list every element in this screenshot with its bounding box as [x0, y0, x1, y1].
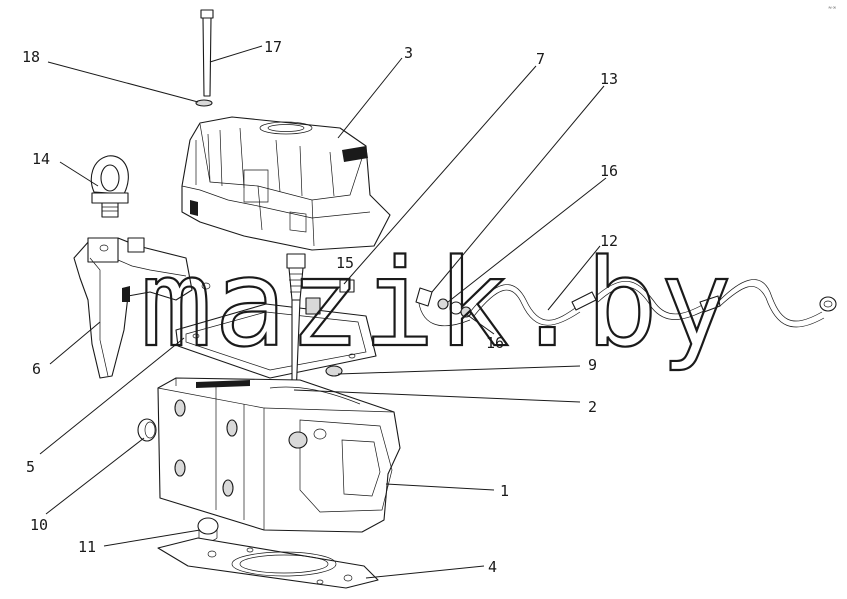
- callout-2: 2: [588, 398, 597, 416]
- callout-layer: 17 18 3 7 13 16 12 16 14 15 6 5 9 2 1 10…: [22, 38, 618, 579]
- callout-16-bottom: 16: [486, 334, 504, 352]
- part-1-cylinder-head: [157, 377, 401, 533]
- callout-1: 1: [500, 482, 509, 500]
- part-17-bolt: [200, 9, 214, 97]
- callout-14: 14: [32, 150, 50, 168]
- watermark: mazik.by: [140, 235, 734, 374]
- part-5-cover-gasket: [175, 303, 377, 379]
- callout-15: 15: [336, 254, 354, 272]
- part-4-head-gasket: [157, 537, 379, 589]
- part-6-bracket: [73, 237, 211, 379]
- part-15-sleeve: [305, 279, 355, 315]
- callout-11: 11: [78, 538, 96, 556]
- part-11-cap: [197, 517, 219, 542]
- callout-10: 10: [30, 516, 48, 534]
- part-12-fuel-line: [415, 279, 837, 328]
- callout-7: 7: [536, 50, 545, 68]
- callout-12: 12: [600, 232, 618, 250]
- callout-4: 4: [488, 558, 497, 576]
- callout-16-top: 16: [600, 162, 618, 180]
- callout-17: 17: [264, 38, 282, 56]
- part-3-valve-cover: [181, 116, 391, 251]
- part-14-lifting-eye: [90, 155, 129, 218]
- callout-6: 6: [32, 360, 41, 378]
- corner-mark: ≈∞: [828, 5, 836, 11]
- callout-9: 9: [588, 356, 597, 374]
- callout-3: 3: [404, 44, 413, 62]
- callout-5: 5: [26, 458, 35, 476]
- callout-18: 18: [22, 48, 40, 66]
- part-10-plug: [137, 418, 157, 442]
- part-18-washer: [195, 99, 213, 107]
- callout-13: 13: [600, 70, 618, 88]
